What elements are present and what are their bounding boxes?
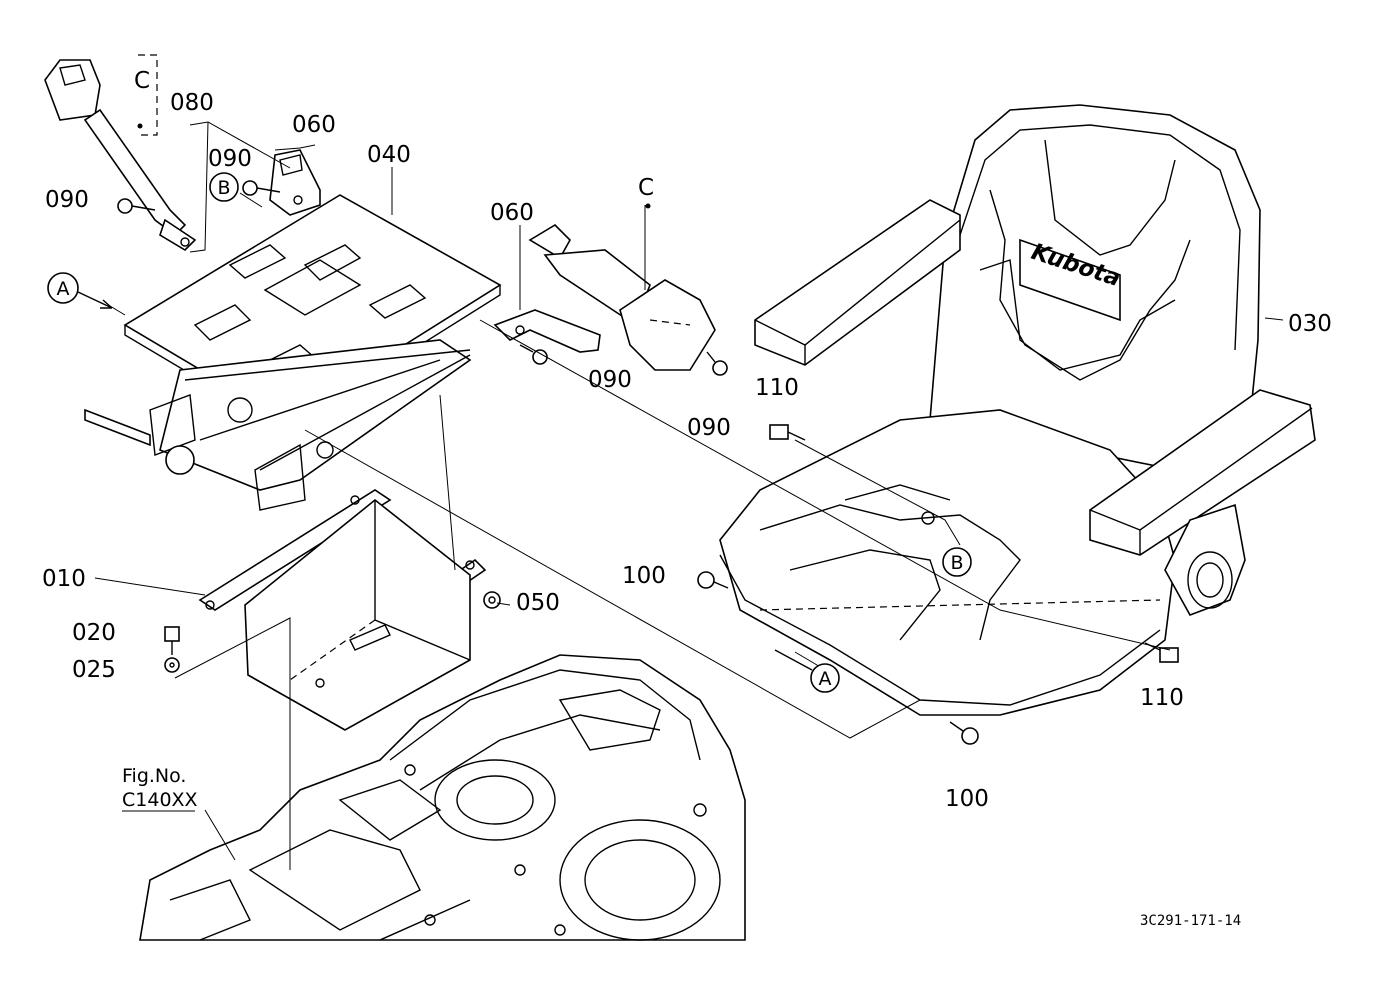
nut-050	[483, 591, 501, 609]
label-030: 030	[1288, 311, 1332, 337]
label-040: 040	[367, 142, 411, 168]
leader-lines	[94, 121, 1284, 870]
bolt-090-left	[117, 198, 156, 214]
label-100-bottom: 100	[945, 786, 989, 812]
washer-025	[164, 657, 180, 673]
svg-text:A: A	[57, 278, 70, 300]
label-080: 080	[170, 90, 214, 116]
callout-b-left: B	[209, 172, 239, 202]
label-110-top: 110	[755, 375, 799, 401]
transmission-housing	[139, 654, 746, 941]
bolt-090-mid	[519, 344, 548, 365]
figure-reference: Fig.No. C140XX	[122, 765, 198, 812]
label-100-left: 100	[622, 563, 666, 589]
callout-c-left: C	[134, 68, 150, 129]
svg-text:C: C	[638, 175, 654, 201]
label-090-upper: 090	[208, 146, 252, 172]
seat-plate-040	[84, 194, 502, 511]
label-060-left: 060	[292, 112, 336, 138]
svg-text:C: C	[134, 68, 150, 94]
seat-belt-buckle-080	[44, 54, 197, 252]
svg-text:B: B	[950, 552, 963, 574]
label-090-mid: 090	[588, 367, 632, 393]
bracket-060-left	[269, 149, 321, 216]
label-020: 020	[72, 620, 116, 646]
label-010: 010	[42, 566, 86, 592]
callout-b-right: B	[942, 547, 972, 577]
label-090-left: 090	[45, 187, 89, 213]
callout-c-right: C	[638, 175, 654, 209]
svg-text:B: B	[217, 177, 230, 199]
bolts	[117, 180, 1179, 745]
seat-belt-c	[528, 223, 716, 371]
bolt-110-right	[1144, 642, 1179, 663]
bolt-110-top	[769, 424, 806, 441]
bolt-090-upper	[242, 180, 281, 196]
callout-a-left: A	[47, 272, 113, 309]
svg-text:C140XX: C140XX	[122, 789, 198, 811]
bracket-060-right	[493, 309, 601, 353]
label-050: 050	[516, 590, 560, 616]
box-bracket-010	[198, 489, 487, 731]
svg-text:Fig.No.: Fig.No.	[122, 765, 186, 787]
bolt-100-bottom	[949, 721, 979, 745]
part-labels: 080 060 040 090 090 060 090 090 030 110 …	[42, 90, 1332, 812]
svg-text:A: A	[819, 668, 832, 690]
bolt-100-left	[697, 571, 729, 589]
bolt-090-right	[706, 351, 728, 376]
seat-030: Kubota	[719, 104, 1316, 716]
label-110-right: 110	[1140, 685, 1184, 711]
bolt-020	[164, 626, 180, 655]
label-060-right: 060	[490, 200, 534, 226]
callout-a-right: A	[774, 649, 840, 693]
label-090-right: 090	[687, 415, 731, 441]
label-025: 025	[72, 657, 116, 683]
drawing-code: 3C291-171-14	[1140, 913, 1241, 929]
